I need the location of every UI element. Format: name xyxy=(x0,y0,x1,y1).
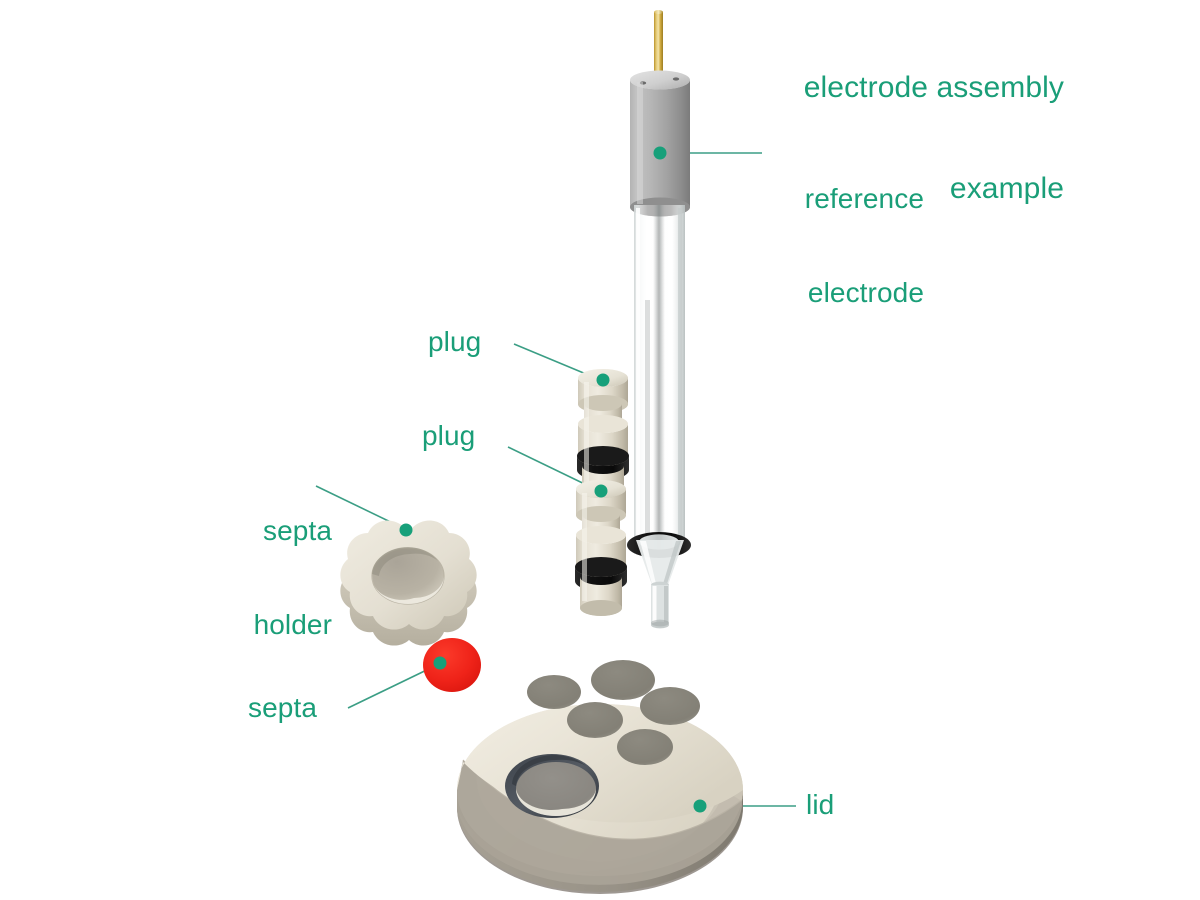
lid-small-hole xyxy=(640,687,700,725)
part-plug-lower[interactable] xyxy=(575,480,627,616)
lid-small-holes xyxy=(527,660,700,765)
label-septa-holder: septa holder xyxy=(192,452,332,703)
label-reference-electrode-line1: reference xyxy=(804,182,924,214)
label-reference-electrode-line2: electrode xyxy=(807,276,924,308)
part-lid[interactable] xyxy=(457,660,743,894)
lid-small-hole xyxy=(527,675,581,709)
label-septa: septa xyxy=(248,692,317,723)
callout-dots xyxy=(399,146,707,813)
callout-dot-reference-electrode[interactable] xyxy=(653,146,667,160)
electrode-frit-tip xyxy=(651,585,669,629)
callout-dot-septa[interactable] xyxy=(433,656,447,670)
cap-screw-hole-right xyxy=(672,77,680,81)
part-septa[interactable] xyxy=(423,638,481,692)
label-plug-upper: plug xyxy=(428,326,482,357)
callout-dot-plug-upper[interactable] xyxy=(596,373,610,387)
septa-holder-bore xyxy=(372,548,444,604)
callout-dot-lid[interactable] xyxy=(693,799,707,813)
part-reference-electrode[interactable] xyxy=(627,10,691,629)
part-septa-holder[interactable] xyxy=(340,520,477,646)
label-septa-holder-line2: holder xyxy=(253,608,332,640)
lid-small-hole xyxy=(591,660,655,700)
leader-line-septa xyxy=(347,664,438,709)
diagram-title-line1: electrode assembly xyxy=(803,71,1064,105)
label-reference-electrode: reference electrode xyxy=(805,120,924,371)
callout-dot-plug-lower[interactable] xyxy=(594,484,608,498)
callout-dot-septa-holder[interactable] xyxy=(399,523,413,537)
label-plug-lower: plug xyxy=(422,420,476,451)
electrode-glass-body xyxy=(634,205,685,545)
lid-large-hole xyxy=(505,754,599,818)
label-lid: lid xyxy=(806,789,835,820)
label-septa-holder-line1: septa xyxy=(263,514,332,546)
electrode-cap-top xyxy=(630,70,690,90)
lid-small-hole xyxy=(567,702,623,738)
diagram-title-line2: example xyxy=(949,171,1064,205)
lid-small-hole xyxy=(617,729,673,765)
diagram-title: electrode assembly example xyxy=(804,4,1064,273)
